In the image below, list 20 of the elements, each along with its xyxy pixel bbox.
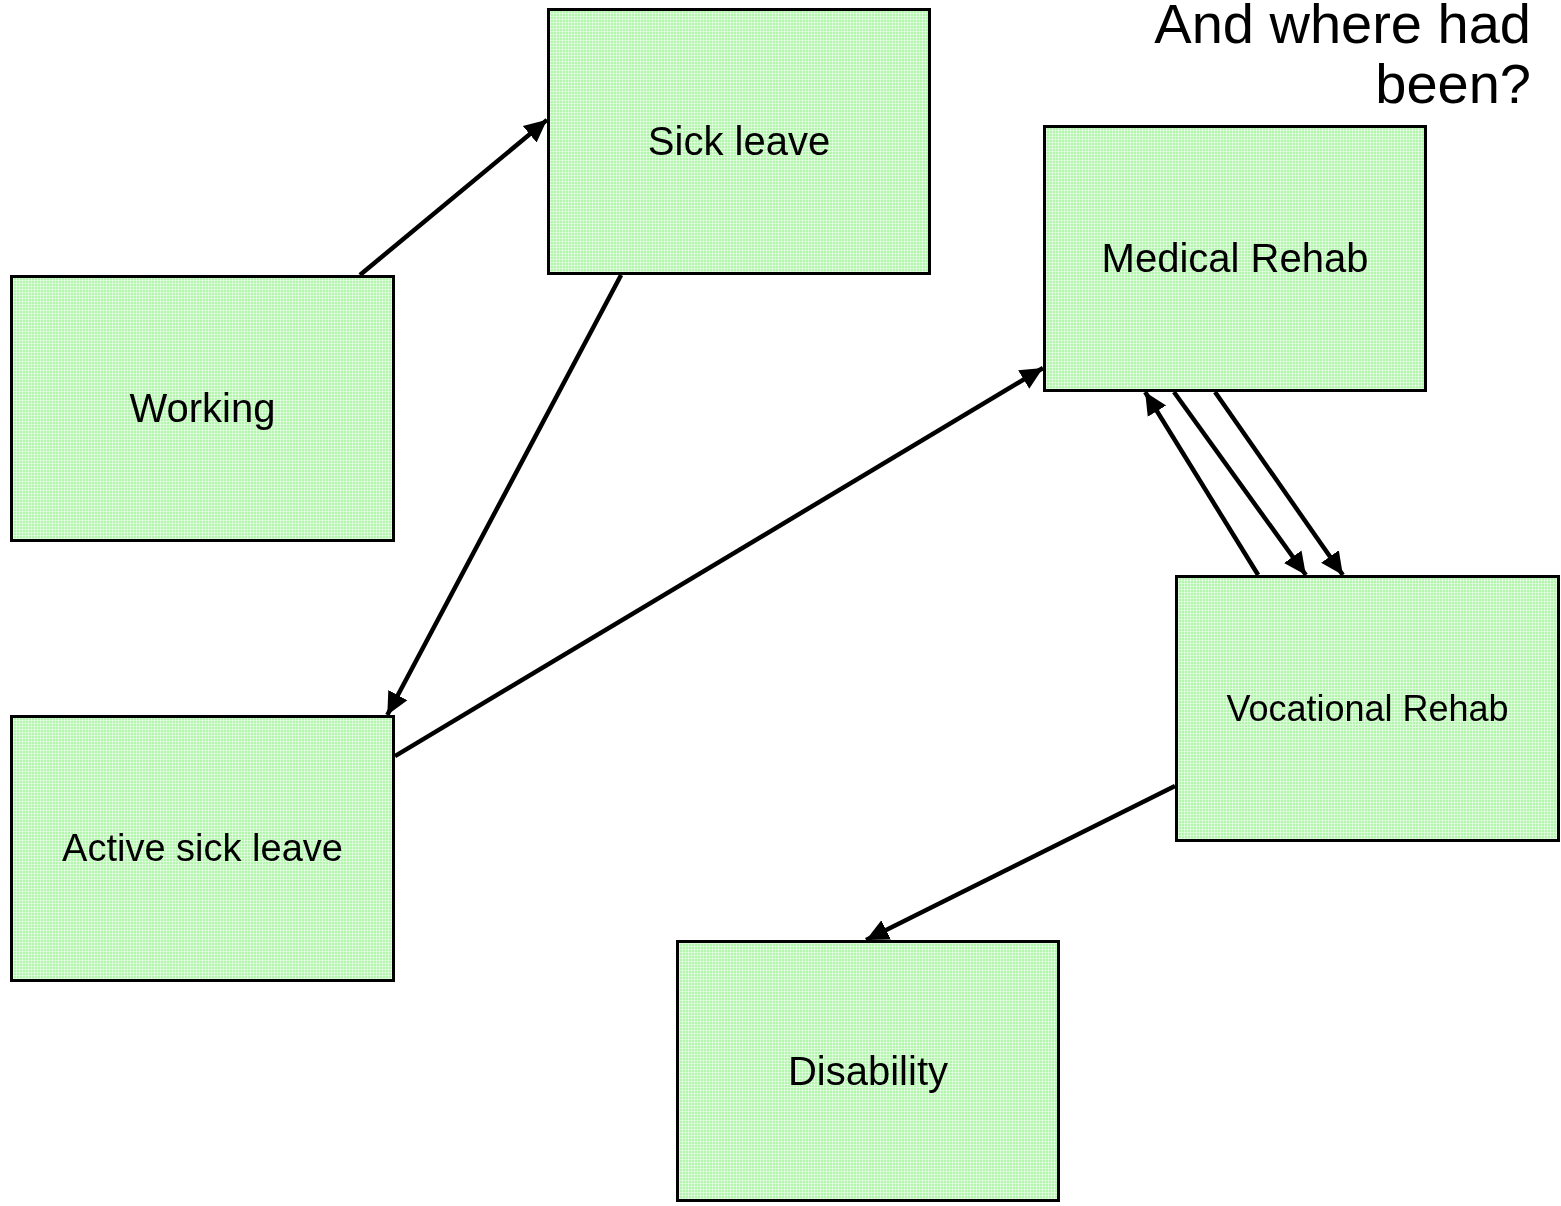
arrow [865,783,1176,942]
state-label: Vocational Rehab [1226,687,1509,730]
state-box [1043,125,1427,392]
state-box [1175,575,1560,842]
state-box [676,940,1060,1202]
state-box [10,715,395,982]
diagram-title: And where had been? [1153,0,1531,114]
arrow [385,273,624,717]
state-label: Sick leave [647,119,831,164]
state-box [10,275,395,542]
arrow [1213,390,1345,577]
state-box [547,8,931,275]
state-label: Working [129,386,276,431]
state-label: Medical Rehab [1101,236,1369,281]
state-label: Disability [787,1048,948,1094]
arrow [358,118,549,277]
arrow [1143,390,1261,577]
state-label: Active sick leave [62,827,343,870]
arrow [393,366,1045,759]
arrow [1172,390,1308,577]
